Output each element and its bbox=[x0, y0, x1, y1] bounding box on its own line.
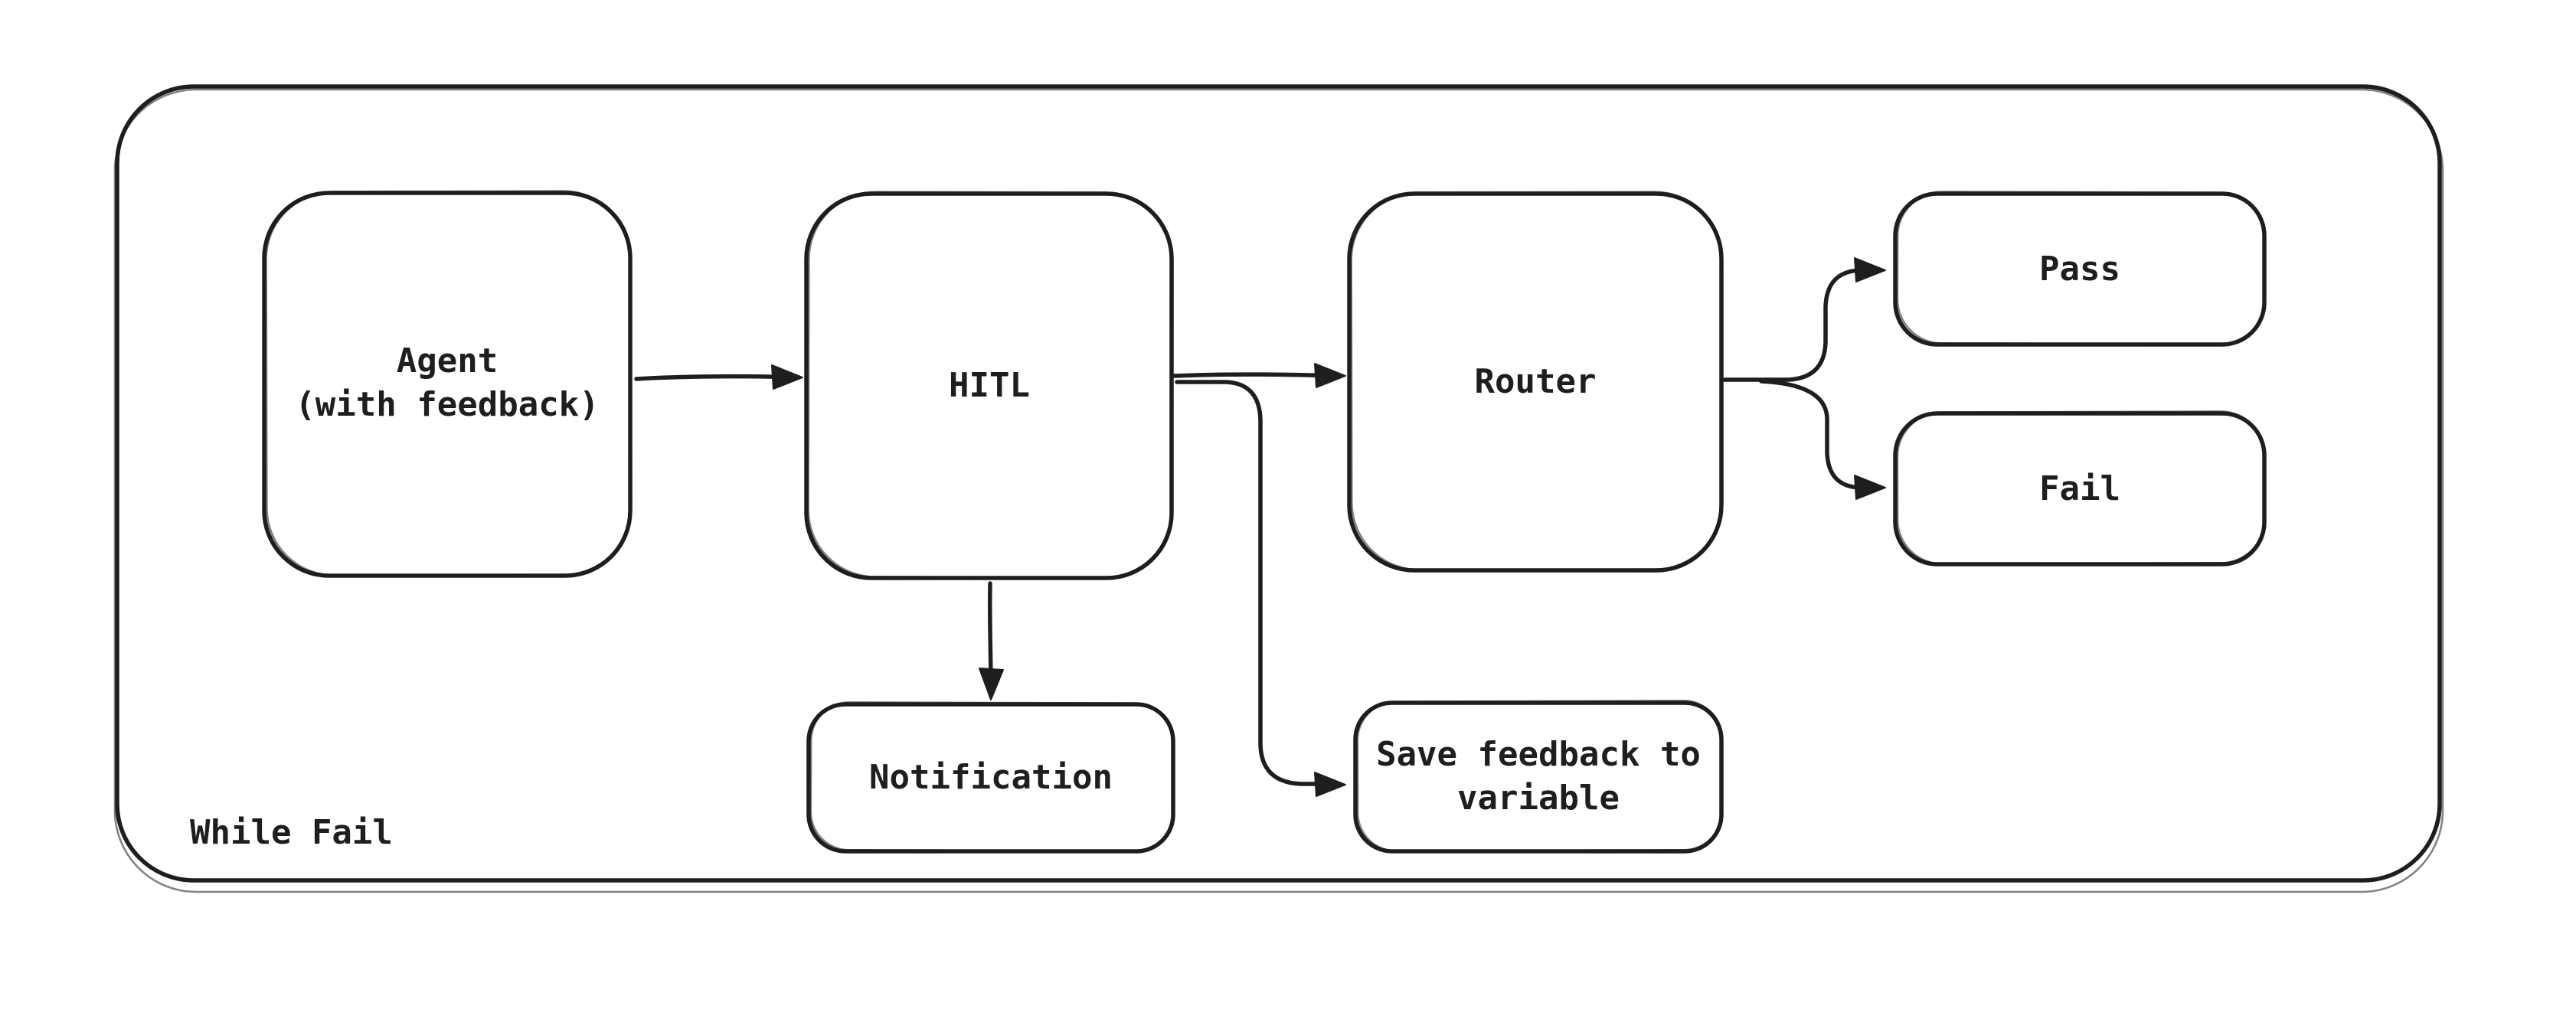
edge-agent-hitl bbox=[634, 364, 803, 390]
node-hitl-label: HITL bbox=[949, 366, 1030, 405]
node-router: Router bbox=[1347, 191, 1724, 573]
arrowhead-hitl-notification bbox=[979, 668, 1004, 700]
container-rect-sketch-pass bbox=[113, 88, 2444, 893]
node-agent-label-line2: (with feedback) bbox=[295, 385, 599, 424]
node-hitl: HITL bbox=[804, 191, 1174, 580]
node-agent-label-line1: Agent bbox=[397, 341, 498, 380]
arrowhead-agent-hitl bbox=[771, 364, 803, 390]
edge-hitl-save-feedback bbox=[1175, 380, 1346, 797]
arrowhead-router-pass bbox=[1854, 257, 1886, 282]
edge-hitl-notification bbox=[979, 581, 1004, 700]
node-save-feedback-label-line2: variable bbox=[1457, 779, 1620, 818]
edge-hitl-router bbox=[1172, 363, 1346, 388]
container-while-fail: While Fail bbox=[113, 84, 2444, 893]
node-router-label: Router bbox=[1475, 362, 1597, 401]
container-label: While Fail bbox=[190, 813, 393, 852]
arrowhead-hitl-router bbox=[1314, 363, 1346, 388]
node-save-feedback-label-line1: Save feedback to bbox=[1376, 735, 1701, 774]
container-rect bbox=[115, 84, 2442, 883]
node-notification-label: Notification bbox=[869, 758, 1113, 797]
arrowhead-hitl-save-feedback bbox=[1314, 772, 1346, 797]
node-notification: Notification bbox=[806, 701, 1175, 854]
node-agent: Agent (with feedback) bbox=[262, 190, 633, 578]
edge-router-fail bbox=[1759, 379, 1886, 500]
edge-router-pass bbox=[1722, 257, 1886, 382]
arrowhead-router-fail bbox=[1854, 475, 1886, 500]
node-pass: Pass bbox=[1893, 191, 2267, 347]
node-pass-label: Pass bbox=[2039, 250, 2120, 289]
node-fail: Fail bbox=[1893, 410, 2267, 567]
node-fail-label: Fail bbox=[2039, 469, 2120, 508]
node-save-feedback: Save feedback to variable bbox=[1353, 700, 1724, 854]
